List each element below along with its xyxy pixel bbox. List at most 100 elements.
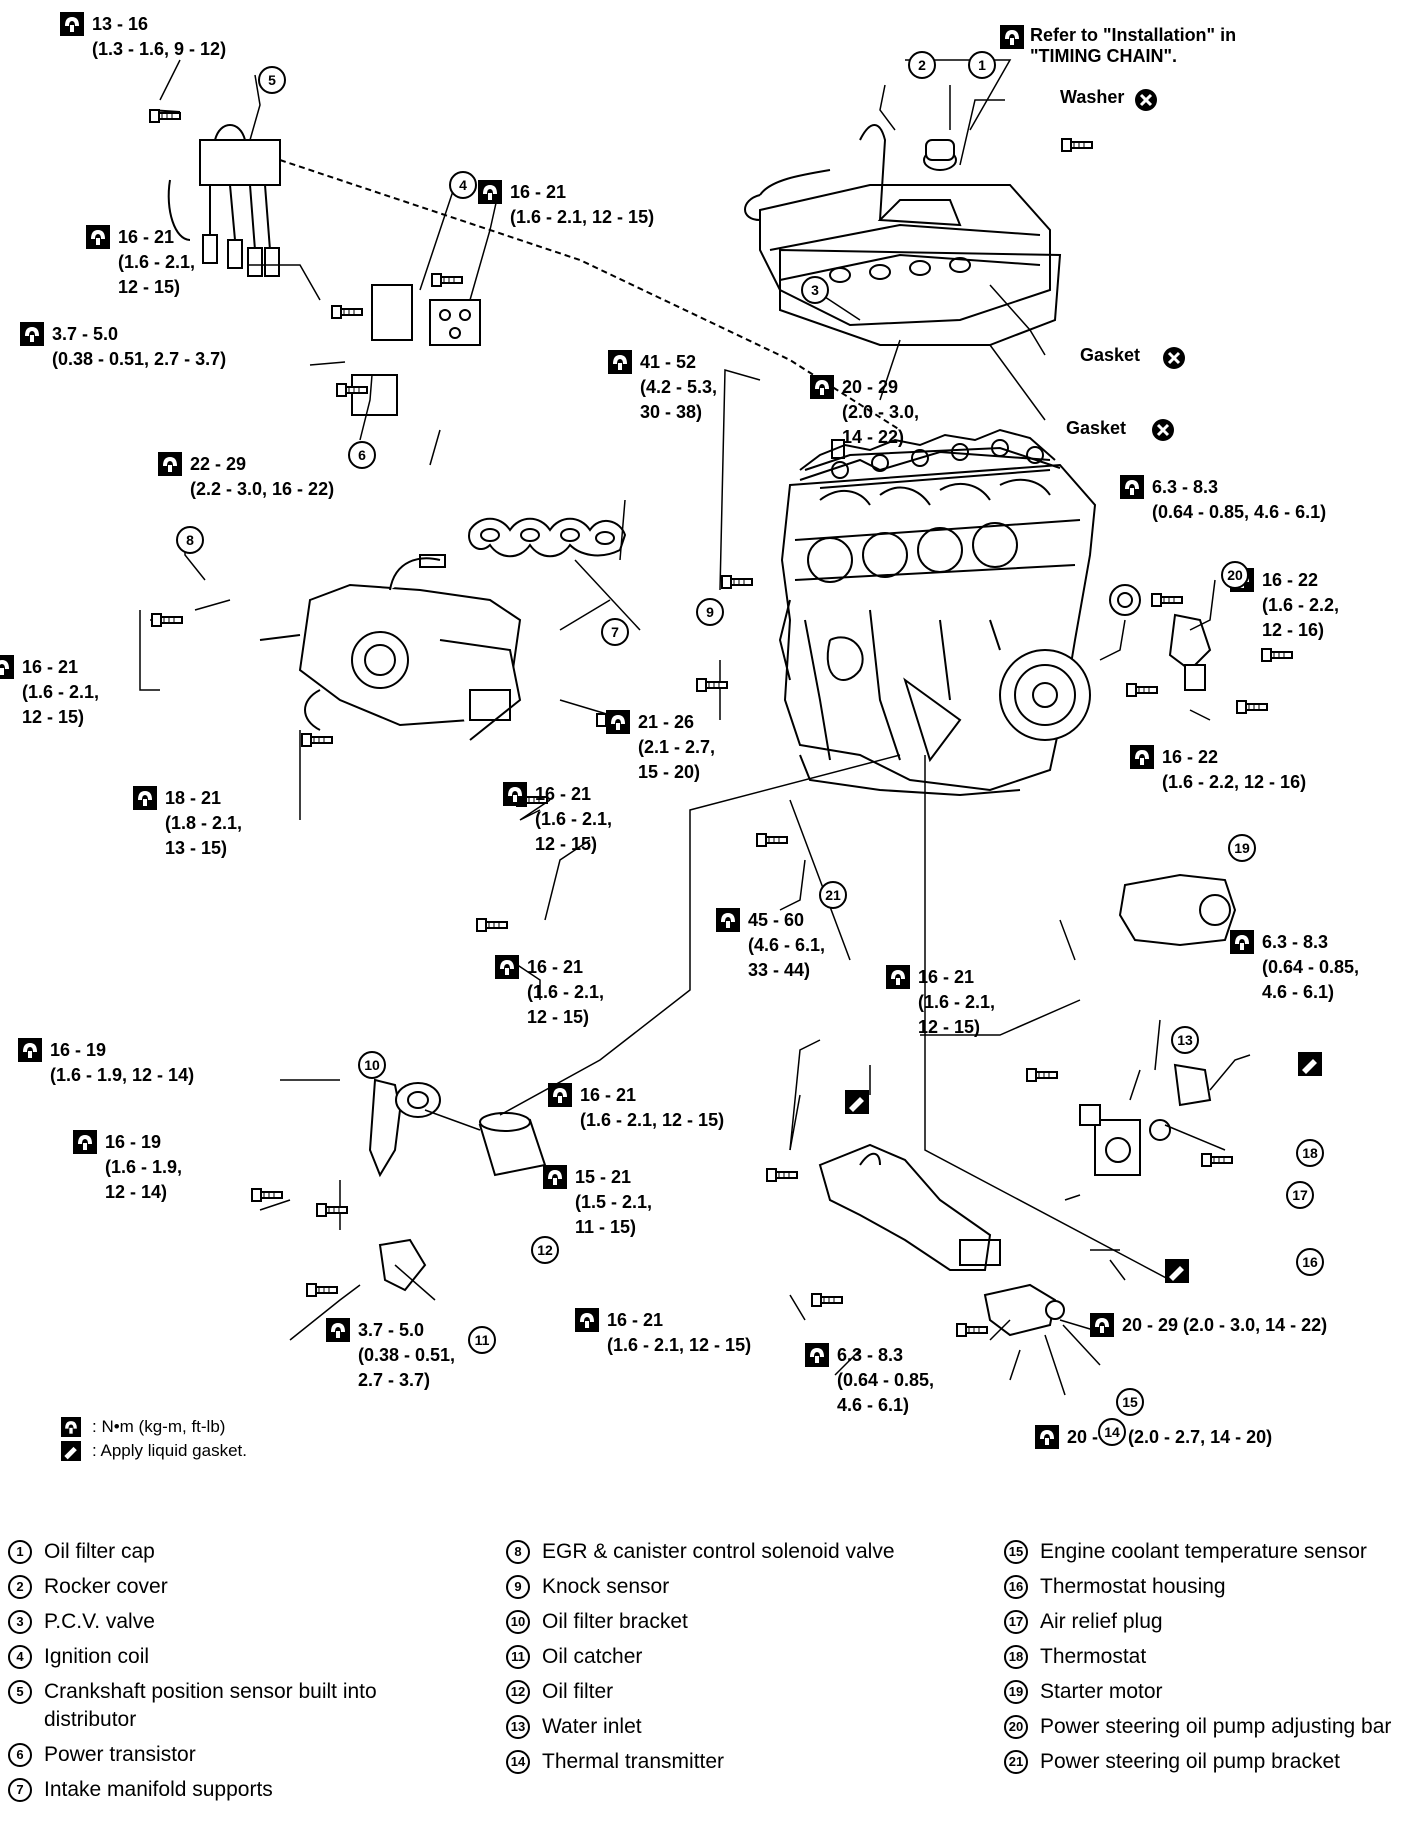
part-number: 8 [506,1538,542,1564]
torque-label-t-63-83-b: 6.3 - 8.3(0.64 - 0.85,4.6 - 6.1) [1230,930,1360,1005]
torque-wrench-icon [18,1038,42,1062]
torque-label-line: 6.3 - 8.3 [1152,477,1219,497]
part-label: Oil filter [542,1680,614,1703]
callout-8: 8 [176,526,204,554]
torque-label-line: (1.8 - 2.1, [165,813,243,833]
torque-wrench-icon [606,710,630,734]
torque-wrench-icon [158,452,182,476]
torque-label-t-refer: Refer to "Installation" in"TIMING CHAIN"… [1000,25,1236,67]
torque-label-line: 30 - 38) [640,402,703,422]
torque-wrench-icon [0,655,14,679]
torque-label-line: (0.64 - 0.85, [837,1370,935,1390]
torque-label-t-16-21-e: 16 - 21(1.6 - 2.1,12 - 15) [886,965,995,1040]
callout-3: 3 [801,276,829,304]
torque-label-t-16-22-b: 16 - 22(1.6 - 2.2, 12 - 16) [1130,745,1306,795]
oil-filter-bracket [368,1078,441,1178]
part-number: 20 [1004,1713,1040,1739]
engine-block [778,446,1097,797]
torque-label-line: 12 - 14) [105,1182,168,1202]
torque-label-line: "TIMING CHAIN". [1030,46,1178,66]
torque-wrench-icon [503,782,527,806]
torque-wrench-icon [133,786,157,810]
torque-label-t-16-19-b: 16 - 19(1.6 - 1.9,12 - 14) [73,1130,183,1205]
callout-21: 21 [819,881,847,909]
callout-9: 9 [696,598,724,626]
torque-wrench-icon [886,965,910,989]
part-number: 9 [506,1573,542,1599]
torque-label-t-20-29-b: 20 - 29 (2.0 - 3.0, 14 - 22) [1090,1313,1327,1338]
torque-label-line: Gasket [1080,345,1141,365]
torque-label-line: 3.7 - 5.0 [358,1320,425,1340]
torque-label-line: 14 - 22) [842,427,905,447]
torque-label-t-20-29-a: 20 - 29(2.0 - 3.0,14 - 22) [810,375,920,450]
part-label: Engine coolant temperature sensor [1040,1540,1367,1563]
torque-label-line: (1.6 - 2.1, 12 - 15) [580,1110,725,1130]
torque-label-line: (4.6 - 6.1, [748,935,826,955]
torque-label-line: (4.2 - 5.3, [640,377,718,397]
torque-label-t-16-21-d: 16 - 21(1.6 - 2.1,12 - 15) [503,782,612,857]
torque-wrench-icon [1230,930,1254,954]
torque-wrench-icon [1000,25,1024,49]
part-label: Oil filter bracket [542,1610,688,1633]
legend-torque-unit: : N•m (kg-m, ft-lb) [92,1417,226,1436]
torque-label-t-16-21-h: 16 - 21(1.6 - 2.1, 12 - 15) [575,1308,752,1358]
part-number: 18 [1004,1643,1040,1669]
torque-label-line: 15 - 20) [638,762,701,782]
torque-label-t-37-50-b: 3.7 - 5.0(0.38 - 0.51,2.7 - 3.7) [326,1318,455,1393]
legend-gasket-row: : Apply liquid gasket. [58,1439,247,1463]
part-label: Water inlet [542,1715,642,1738]
torque-label-line: (1.6 - 2.1, 12 - 15) [510,207,655,227]
torque-wrench-icon [1035,1425,1059,1449]
torque-label-line: 6.3 - 8.3 [837,1345,904,1365]
torque-label-line: 16 - 21 [580,1085,637,1105]
torque-label-line: 12 - 15) [535,834,598,854]
callout-7: 7 [601,618,629,646]
callout-16: 16 [1296,1248,1324,1276]
part-number: 3 [8,1608,44,1634]
torque-label-line: 16 - 21 [22,657,79,677]
part-label: Thermostat housing [1040,1575,1226,1598]
torque-label-t-18-21: 18 - 21(1.8 - 2.1,13 - 15) [133,786,243,861]
torque-label-t-16-21-c: 16 - 21(1.6 - 2.1,12 - 15) [0,655,99,730]
callout-15: 15 [1116,1388,1144,1416]
intake-gaskets [468,517,627,558]
torque-label-t-13-16: 13 - 16(1.3 - 1.6, 9 - 12) [60,12,226,62]
torque-label-t-16-21-g: 16 - 21 (1.6 - 2.1, 12 - 15) [548,1083,725,1133]
torque-label-t-16-22-a: 16 - 22(1.6 - 2.2,12 - 16) [1230,568,1339,643]
torque-wrench-icon [478,180,502,204]
part-label: Crankshaft position sensor built into di… [44,1680,377,1731]
torque-label-line: (2.0 - 3.0, [842,402,920,422]
torque-label-t-16-21-b: 16 - 21(1.6 - 2.1,12 - 15) [86,225,195,300]
callout-1: 1 [968,51,996,79]
part-label: Oil filter cap [44,1540,155,1563]
callout-5: 5 [258,66,286,94]
callout-4: 4 [449,171,477,199]
torque-wrench-icon [326,1318,350,1342]
torque-label-line: (0.38 - 0.51, 2.7 - 3.7) [52,349,227,369]
torque-label-line: (1.6 - 1.9, [105,1157,183,1177]
torque-label-line: 16 - 21 [510,182,567,202]
torque-label-line: 4.6 - 6.1) [837,1395,910,1415]
engine-exploded-diagram [139,59,1322,1396]
torque-label-line: 12 - 15) [918,1017,981,1037]
torque-label-gasket-2: Gasket [1066,418,1126,439]
torque-label-t-15-21: 15 - 21(1.5 - 2.1,11 - 15) [543,1165,652,1240]
oil-catcher [378,1238,427,1292]
part-label: Power steering oil pump bracket [1040,1750,1340,1773]
torque-label-line: (0.64 - 0.85, [1262,957,1360,977]
callout-13: 13 [1171,1026,1199,1054]
torque-label-line: (1.6 - 2.1, 12 - 15) [607,1335,752,1355]
callout-11: 11 [468,1326,496,1354]
ps-pump-bracket [1109,584,1212,691]
